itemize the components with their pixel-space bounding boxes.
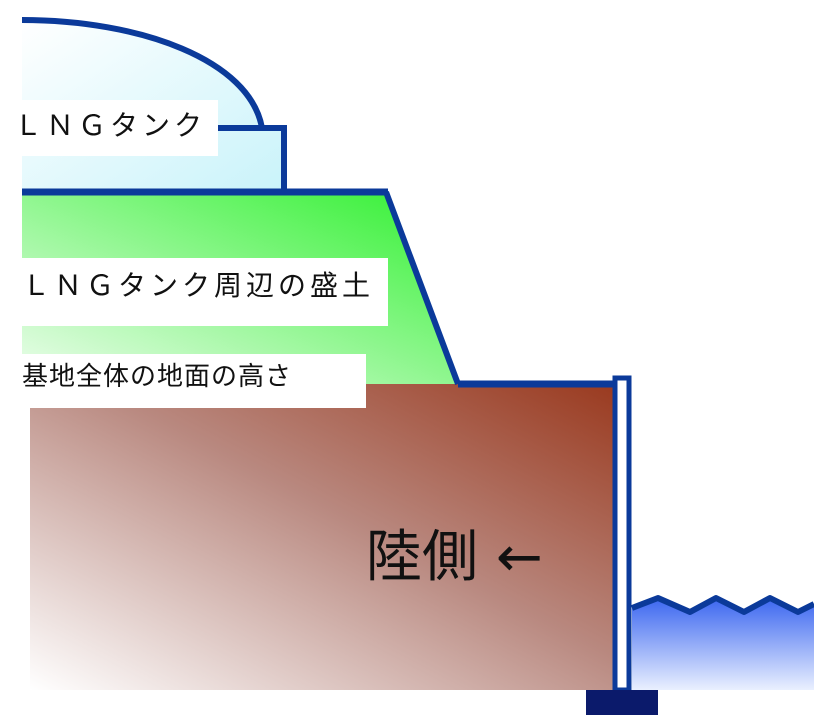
- embankment-label-text: ＬＮＧタンク周辺の盛土: [22, 269, 375, 302]
- sea-water-surface: [630, 595, 814, 615]
- tank-outline: [21, 17, 287, 192]
- embankment-label: ＬＮＧタンク周辺の盛土: [0, 258, 388, 326]
- wall-foundation: [586, 690, 658, 715]
- lng-tank-label-text: ＬＮＧタンク: [14, 109, 207, 142]
- sea-water: [632, 598, 814, 690]
- lng-tank-label: ＬＮＧタンク: [0, 100, 218, 156]
- ground-body: [30, 384, 614, 690]
- embankment-outline: [383, 190, 461, 386]
- left-arrow-icon: ←: [496, 525, 543, 590]
- ground-level-label-text: 基地全体の地面の高さ: [22, 362, 293, 392]
- sea-wall: [612, 375, 632, 693]
- ground-level-label: 基地全体の地面の高さ: [0, 354, 366, 408]
- land-side-text: 陸側: [366, 525, 478, 590]
- land-side-label: 陸側←: [366, 530, 543, 586]
